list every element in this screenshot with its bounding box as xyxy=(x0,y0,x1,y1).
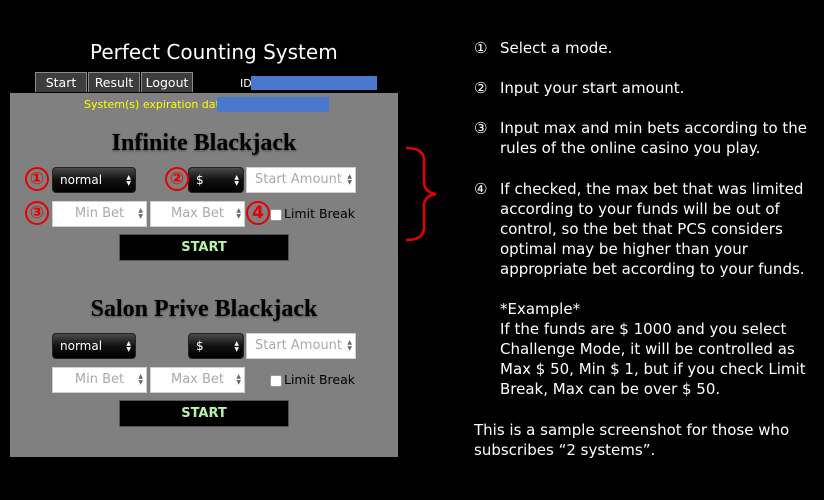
salon-limit-break-checkbox[interactable] xyxy=(270,375,282,387)
salon-max-bet-placeholder: Max Bet xyxy=(170,372,225,387)
tab-start[interactable]: Start xyxy=(35,72,87,92)
expiry-label: System(s) expiration date : xyxy=(84,98,234,111)
select-arrows-icon: ▲▼ xyxy=(126,174,131,187)
step-4-text: If checked, the max bet that was limited… xyxy=(500,180,806,398)
salon-currency-select[interactable]: $ ▲▼ xyxy=(188,333,244,359)
infinite-start-amount-placeholder: Start Amount xyxy=(255,172,342,187)
step-2-text: Input your start amount. xyxy=(500,79,685,97)
infinite-mode-value: normal xyxy=(60,173,103,187)
salon-prive-blackjack-title: Salon Prive Blackjack xyxy=(90,296,318,322)
stepper-icon[interactable]: ▲▼ xyxy=(347,339,352,352)
tab-result[interactable]: Result xyxy=(88,72,140,92)
main-panel xyxy=(10,93,398,457)
stepper-icon[interactable]: ▲▼ xyxy=(236,373,241,386)
salon-max-bet-input[interactable]: Max Bet ▲▼ xyxy=(150,367,245,393)
salon-start-amount-input[interactable]: Start Amount ▲▼ xyxy=(246,333,356,359)
infinite-blackjack-title: Infinite Blackjack xyxy=(111,130,297,156)
infinite-limit-break-label: Limit Break xyxy=(284,206,355,221)
salon-limit-break-label: Limit Break xyxy=(284,372,355,387)
infinite-start-button[interactable]: START xyxy=(119,234,289,261)
step-4-mark: ④ xyxy=(474,180,488,198)
salon-start-button[interactable]: START xyxy=(119,400,289,427)
marker-3: ③ xyxy=(25,201,49,225)
stepper-icon[interactable]: ▲▼ xyxy=(138,207,143,220)
infinite-max-bet-placeholder: Max Bet xyxy=(170,206,225,221)
select-arrows-icon: ▲▼ xyxy=(234,174,239,187)
footer-note: This is a sample screenshot for those wh… xyxy=(474,421,790,459)
step-3-text: Input max and min bets according to the … xyxy=(500,119,808,157)
stepper-icon[interactable]: ▲▼ xyxy=(138,373,143,386)
id-value-redacted xyxy=(251,76,377,90)
infinite-min-bet-placeholder: Min Bet xyxy=(74,206,125,221)
brace-connector xyxy=(405,146,437,242)
step-2-mark: ② xyxy=(474,79,488,97)
salon-start-amount-placeholder: Start Amount xyxy=(255,338,342,353)
salon-mode-select[interactable]: normal ▲▼ xyxy=(52,333,136,359)
marker-4: 4 xyxy=(246,201,270,225)
marker-1: ① xyxy=(25,167,49,191)
infinite-currency-value: $ xyxy=(196,173,204,187)
salon-min-bet-placeholder: Min Bet xyxy=(74,372,125,387)
select-arrows-icon: ▲▼ xyxy=(234,340,239,353)
stepper-icon[interactable]: ▲▼ xyxy=(347,173,352,186)
salon-mode-value: normal xyxy=(60,339,103,353)
infinite-limit-break-checkbox[interactable] xyxy=(270,209,282,221)
select-arrows-icon: ▲▼ xyxy=(126,340,131,353)
infinite-max-bet-input[interactable]: Max Bet ▲▼ xyxy=(150,201,245,227)
infinite-start-amount-input[interactable]: Start Amount ▲▼ xyxy=(246,167,356,193)
step-3-mark: ③ xyxy=(474,119,488,137)
salon-min-bet-input[interactable]: Min Bet ▲▼ xyxy=(52,367,147,393)
step-1-text: Select a mode. xyxy=(500,39,613,57)
infinite-min-bet-input[interactable]: Min Bet ▲▼ xyxy=(52,201,147,227)
step-1-mark: ① xyxy=(474,39,488,57)
marker-2: ② xyxy=(165,167,189,191)
infinite-currency-select[interactable]: $ ▲▼ xyxy=(188,167,244,193)
tab-logout[interactable]: Logout xyxy=(141,72,193,92)
salon-currency-value: $ xyxy=(196,339,204,353)
id-label: ID xyxy=(240,77,252,90)
infinite-mode-select[interactable]: normal ▲▼ xyxy=(52,167,136,193)
expiry-value-redacted xyxy=(217,97,329,112)
app-title: Perfect Counting System xyxy=(90,40,338,64)
stepper-icon[interactable]: ▲▼ xyxy=(236,207,241,220)
